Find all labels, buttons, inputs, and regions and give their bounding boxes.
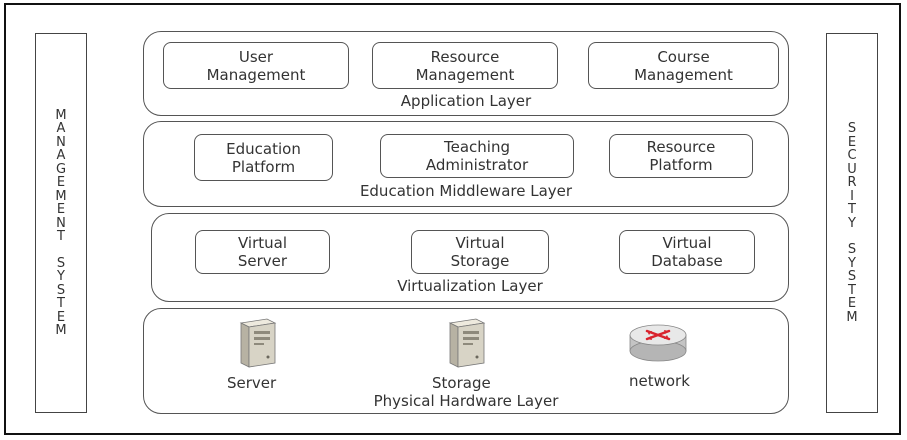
security-letter: E xyxy=(847,134,857,150)
management-letter: G xyxy=(55,161,67,177)
router-icon xyxy=(627,321,689,363)
application-layer-label: Application Layer xyxy=(400,92,532,110)
server-icon xyxy=(235,317,279,369)
storage-label: Storage xyxy=(432,374,491,392)
management-letter: Y xyxy=(57,269,65,284)
security-letter: S xyxy=(847,242,857,257)
management-letter: E xyxy=(56,202,66,217)
management-letter: N xyxy=(56,134,66,150)
security-letter: T xyxy=(848,282,856,298)
security-letter: S xyxy=(847,269,857,284)
physical-hardware-layer-label: Physical Hardware Layer xyxy=(373,392,559,410)
management-letter: A xyxy=(56,121,66,136)
management-letter: E xyxy=(56,175,66,190)
storage-icon xyxy=(444,317,488,369)
physical-hardware-layer: Server Storage xyxy=(143,308,789,414)
management-letter: E xyxy=(56,309,66,325)
network-label: network xyxy=(629,372,690,390)
management-letter: M xyxy=(55,188,67,204)
security-letter: S xyxy=(847,121,857,136)
security-letter: Y xyxy=(848,255,856,271)
education-middleware-layer-label: Education Middleware Layer xyxy=(359,182,573,200)
management-letter: S xyxy=(56,255,66,271)
management-letter: N xyxy=(56,215,66,231)
security-letter: R xyxy=(847,175,857,190)
management-letter: M xyxy=(55,107,67,123)
security-letter: M xyxy=(846,309,858,325)
management-letter: T xyxy=(57,229,65,244)
management-letter: T xyxy=(57,296,65,311)
virtualization-layer-label: Virtualization Layer xyxy=(397,277,543,295)
security-letter: U xyxy=(847,161,857,177)
security-letter: I xyxy=(850,188,854,204)
security-letter: E xyxy=(847,296,857,311)
security-letter: T xyxy=(848,202,856,217)
security-letter: C xyxy=(847,148,857,163)
management-letter: M xyxy=(55,323,67,338)
server-label: Server xyxy=(227,374,277,392)
management-letter: A xyxy=(56,148,66,163)
management-letter: S xyxy=(56,282,66,298)
security-letter: Y xyxy=(848,215,856,231)
